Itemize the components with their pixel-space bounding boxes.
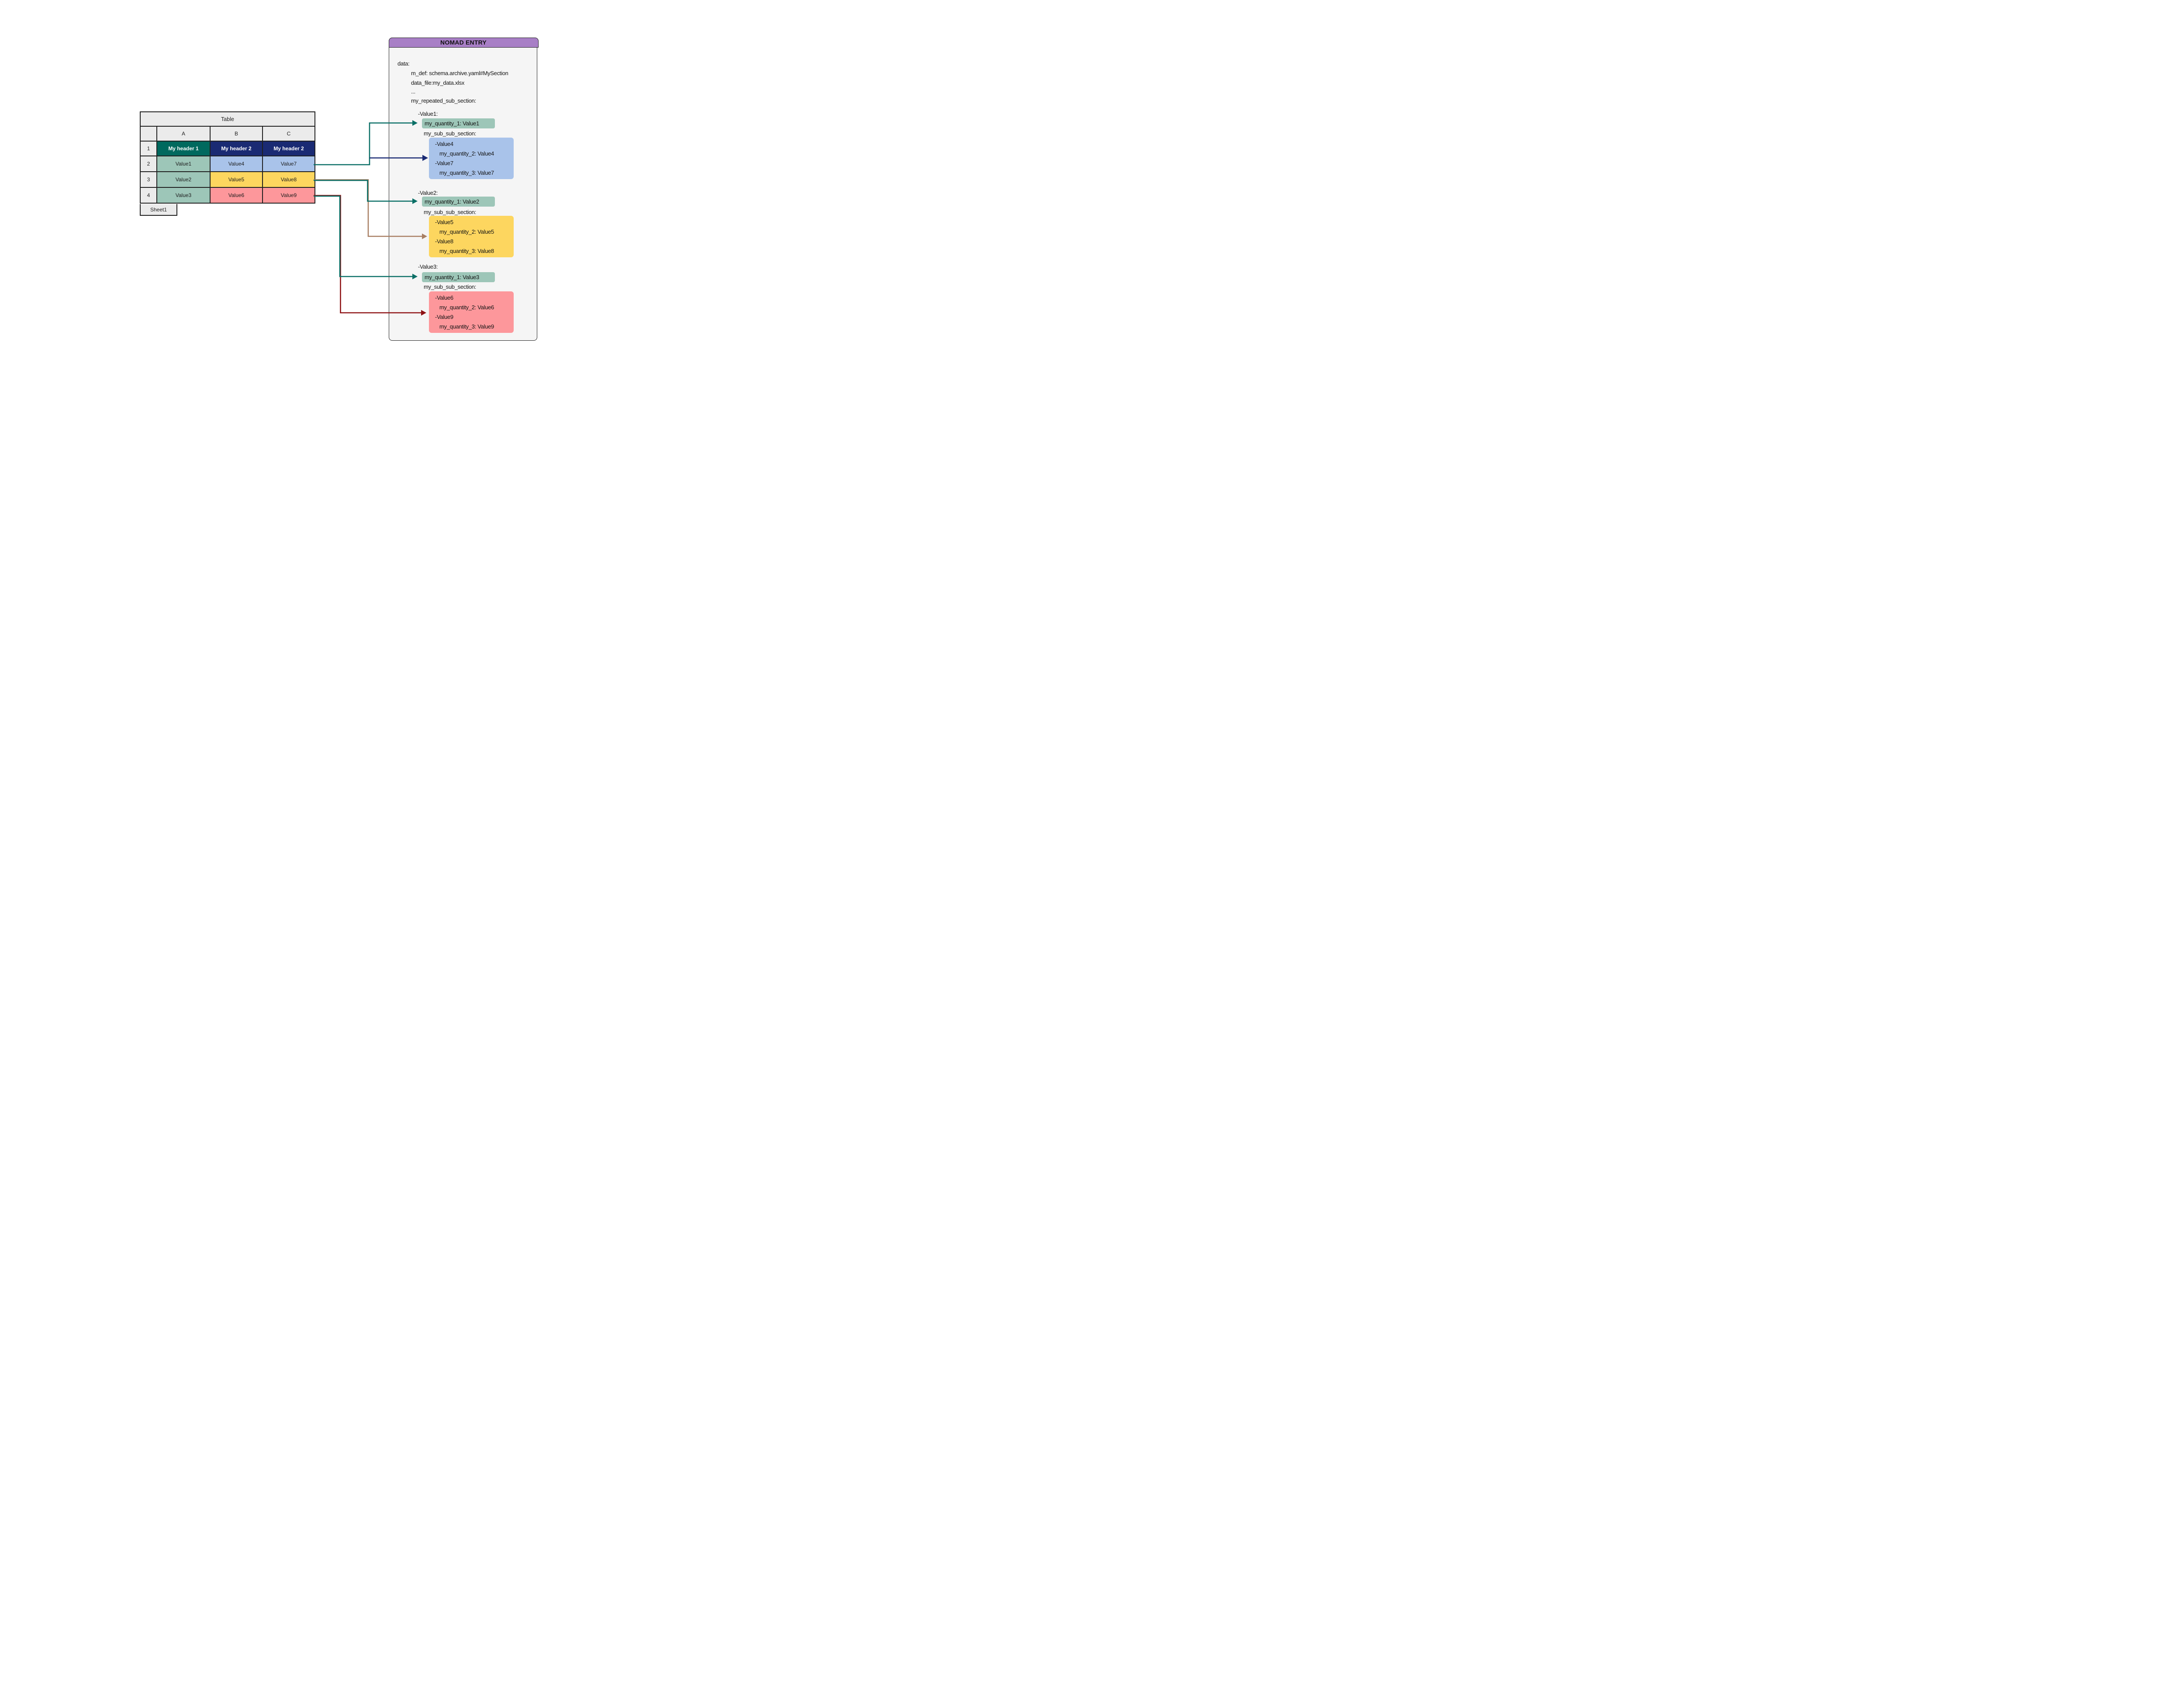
table-cell-b3: Value5 <box>211 172 262 187</box>
panel-title: NOMAD ENTRY <box>388 37 539 48</box>
yaml-line-ellipsis: ... <box>411 88 415 95</box>
yaml-line-repeated-sub-section: my_repeated_sub_section: <box>411 97 476 104</box>
table-cell-a3: Value2 <box>157 172 210 187</box>
sub-box-line: my_quantity_3: Value8 <box>439 248 494 254</box>
table-cell-b2: Value4 <box>211 156 262 171</box>
nomad-entry-panel: NOMAD ENTRY data: m_def: schema.archive.… <box>388 37 539 341</box>
column-header-a: A <box>157 127 210 141</box>
table-cell-c1: My header 2 <box>263 142 314 156</box>
table-cell-a4: Value3 <box>157 188 210 203</box>
table-cell-c3: Value8 <box>263 172 314 187</box>
yaml-line-mdef: m_def: schema.archive.yaml#MySection <box>411 70 508 76</box>
sub-box-line: my_quantity_3: Value9 <box>439 323 494 330</box>
spreadsheet-table: Table A B C 1 My header 1 My header 2 My… <box>140 111 315 204</box>
row-number: 4 <box>141 188 156 203</box>
table-cell-b4: Value6 <box>211 188 262 203</box>
sub-box-line: -Value6 <box>435 294 453 301</box>
section-3-sub-sub-box: -Value6 my_quantity_2: Value6 -Value9 my… <box>429 291 514 333</box>
section-1-header: -Value1: <box>418 111 438 117</box>
table-cell-b1: My header 2 <box>211 142 262 156</box>
diagram-canvas: Table A B C 1 My header 1 My header 2 My… <box>0 0 673 378</box>
table-cell-a1: My header 1 <box>157 142 210 156</box>
section-2-quantity-box: my_quantity_1: Value2 <box>422 197 495 207</box>
table-cell-c2: Value7 <box>263 156 314 171</box>
row-number: 2 <box>141 156 156 171</box>
row-number: 1 <box>141 142 156 156</box>
section-2-header: -Value2: <box>418 190 438 196</box>
row-number: 3 <box>141 172 156 187</box>
section-3-quantity-box: my_quantity_1: Value3 <box>422 272 495 282</box>
section-2-sub-sub-box: -Value5 my_quantity_2: Value5 -Value8 my… <box>429 216 514 257</box>
table-cell-c4: Value9 <box>263 188 314 203</box>
yaml-line-data: data: <box>397 60 410 67</box>
section-1-sub-sub-label: my_sub_sub_section: <box>424 130 477 137</box>
section-1-sub-sub-box: -Value4 my_quantity_2: Value4 -Value7 my… <box>429 138 514 179</box>
column-header-b: B <box>211 127 262 141</box>
sub-box-line: -Value9 <box>435 314 453 320</box>
sub-box-line: my_quantity_3: Value7 <box>439 169 494 176</box>
connector-arrows <box>314 120 428 316</box>
sub-box-line: -Value7 <box>435 160 453 166</box>
sub-box-line: my_quantity_2: Value4 <box>439 150 494 157</box>
table-title: Table <box>141 112 314 126</box>
sub-box-line: my_quantity_2: Value6 <box>439 304 494 311</box>
sub-box-line: my_quantity_2: Value5 <box>439 228 494 235</box>
section-2-sub-sub-label: my_sub_sub_section: <box>424 209 477 215</box>
section-3-header: -Value3: <box>418 263 438 270</box>
section-1-quantity-box: my_quantity_1: Value1 <box>422 118 495 128</box>
table-cell-a2: Value1 <box>157 156 210 171</box>
sub-box-line: -Value8 <box>435 238 453 245</box>
sub-box-line: -Value4 <box>435 141 453 147</box>
sub-box-line: -Value5 <box>435 219 453 225</box>
section-3-sub-sub-label: my_sub_sub_section: <box>424 284 477 290</box>
yaml-line-datafile: data_file:my_data.xlsx <box>411 80 465 86</box>
corner-cell <box>141 127 156 141</box>
sheet-tab: Sheet1 <box>140 204 177 216</box>
column-header-c: C <box>263 127 314 141</box>
